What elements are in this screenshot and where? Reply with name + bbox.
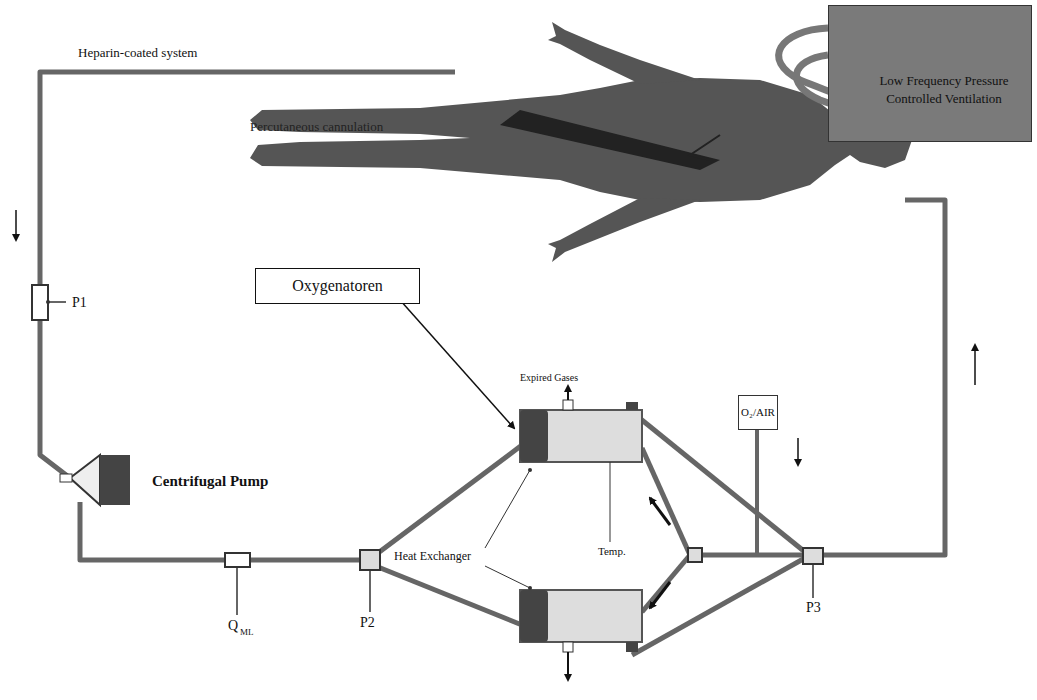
oxygenator bbox=[520, 400, 642, 652]
node-text: O₂/AIR bbox=[741, 405, 775, 420]
centrifugal-pump bbox=[60, 455, 130, 505]
part-label: Expired Gases bbox=[520, 372, 578, 383]
sensor-subscript: ML bbox=[240, 628, 254, 638]
sensor-label: P1 bbox=[72, 295, 87, 310]
part-label: Percutaneous cannulation bbox=[250, 120, 383, 134]
circuit-tubing bbox=[40, 72, 945, 655]
part-label: Heat Exchanger bbox=[392, 550, 473, 563]
gas-supply-box: O₂/AIR bbox=[738, 395, 778, 430]
callout-box: Oxygenatoren bbox=[255, 268, 420, 304]
ventilator-box: Low Frequency Pressure Controlled Ventil… bbox=[828, 5, 1032, 142]
node-text: Low Frequency Pressure Controlled Ventil… bbox=[869, 72, 1019, 107]
node-text: Oxygenatoren bbox=[292, 275, 383, 297]
patient-silhouette bbox=[250, 22, 912, 262]
part-label: Heparin-coated system bbox=[78, 46, 197, 60]
sensor-label: P3 bbox=[806, 600, 821, 615]
sensor-label: P2 bbox=[360, 615, 375, 630]
sensor-label: Q bbox=[228, 618, 238, 633]
part-label: Temp. bbox=[596, 545, 628, 557]
part-label: Centrifugal Pump bbox=[152, 473, 268, 490]
